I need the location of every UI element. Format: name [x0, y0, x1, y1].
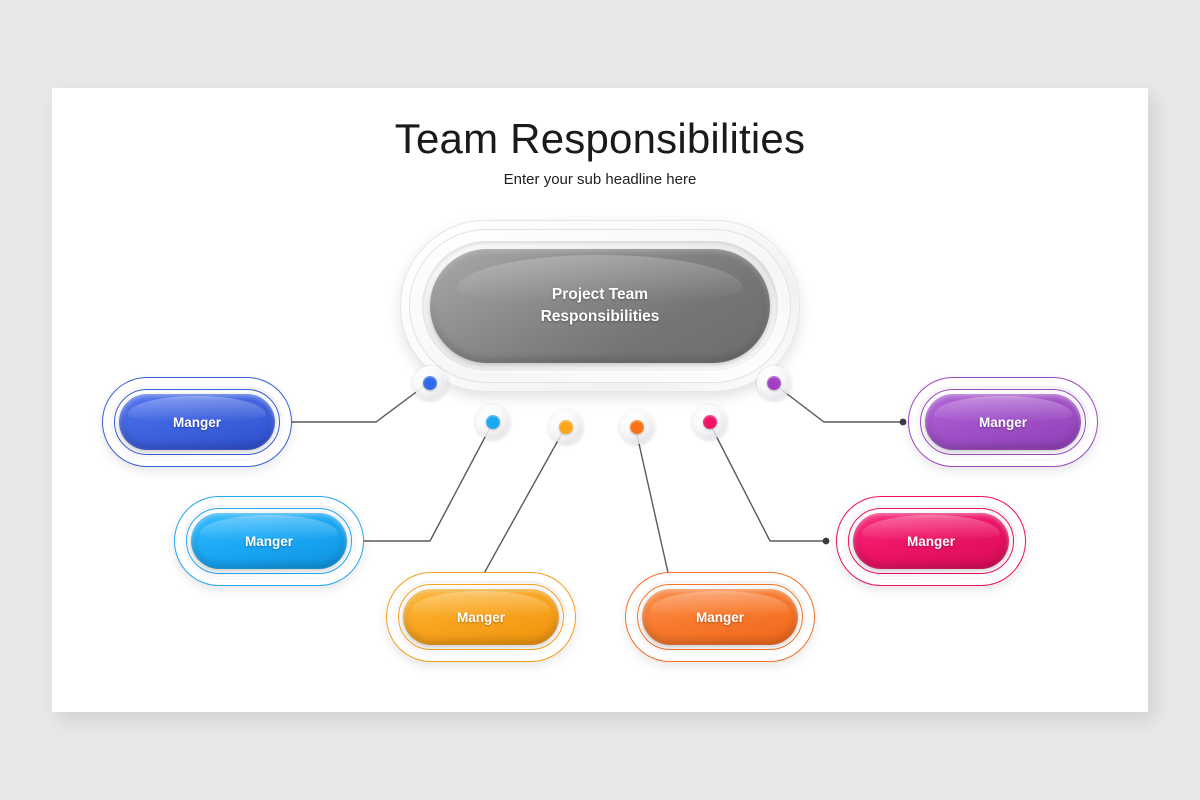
- card-rim: [920, 389, 1086, 455]
- hub-label: Project Team Responsibilities: [540, 286, 660, 325]
- card-rim: [114, 389, 280, 455]
- card-pill: Manger: [403, 589, 559, 645]
- connector-node-purple[interactable]: [757, 366, 791, 400]
- central-hub[interactable]: Project Team Responsibilities: [400, 220, 800, 392]
- connector-node-pink[interactable]: [693, 405, 727, 439]
- page-subtitle: Enter your sub headline here: [503, 171, 697, 188]
- slide-canvas: Team Responsibilities Enter your sub hea…: [52, 88, 1148, 712]
- card-pill: Manger: [119, 394, 275, 450]
- connector-node-blue[interactable]: [413, 366, 447, 400]
- card-rim: [848, 508, 1014, 574]
- card-label: Manger: [978, 414, 1027, 430]
- node-dot: [630, 420, 644, 434]
- node-dot: [559, 420, 573, 434]
- card-label: Manger: [456, 609, 505, 625]
- connector-node-amber[interactable]: [549, 410, 583, 444]
- hub-core: Project Team Responsibilities: [430, 249, 770, 363]
- branch-card-orange[interactable]: Manger: [625, 572, 815, 662]
- node-dot: [767, 376, 781, 390]
- branch-card-blue[interactable]: Manger: [102, 377, 292, 467]
- card-pill: Manger: [191, 513, 347, 569]
- card-pill: Manger: [642, 589, 798, 645]
- card-rim: [637, 584, 803, 650]
- connector-node-orange[interactable]: [620, 410, 654, 444]
- branch-card-amber[interactable]: Manger: [386, 572, 576, 662]
- page-title: Team Responsibilities: [394, 115, 806, 162]
- card-rim: [186, 508, 352, 574]
- node-dot: [486, 415, 500, 429]
- card-label: Manger: [906, 533, 955, 549]
- branch-card-pink[interactable]: Manger: [836, 496, 1026, 586]
- card-label: Manger: [695, 609, 744, 625]
- card-label: Manger: [244, 533, 293, 549]
- branch-card-light-blue[interactable]: Manger: [174, 496, 364, 586]
- branch-card-purple[interactable]: Manger: [908, 377, 1098, 467]
- card-pill: Manger: [925, 394, 1081, 450]
- node-dot: [423, 376, 437, 390]
- connector-node-light-blue[interactable]: [476, 405, 510, 439]
- card-pill: Manger: [853, 513, 1009, 569]
- card-label: Manger: [172, 414, 221, 430]
- card-rim: [398, 584, 564, 650]
- node-dot: [703, 415, 717, 429]
